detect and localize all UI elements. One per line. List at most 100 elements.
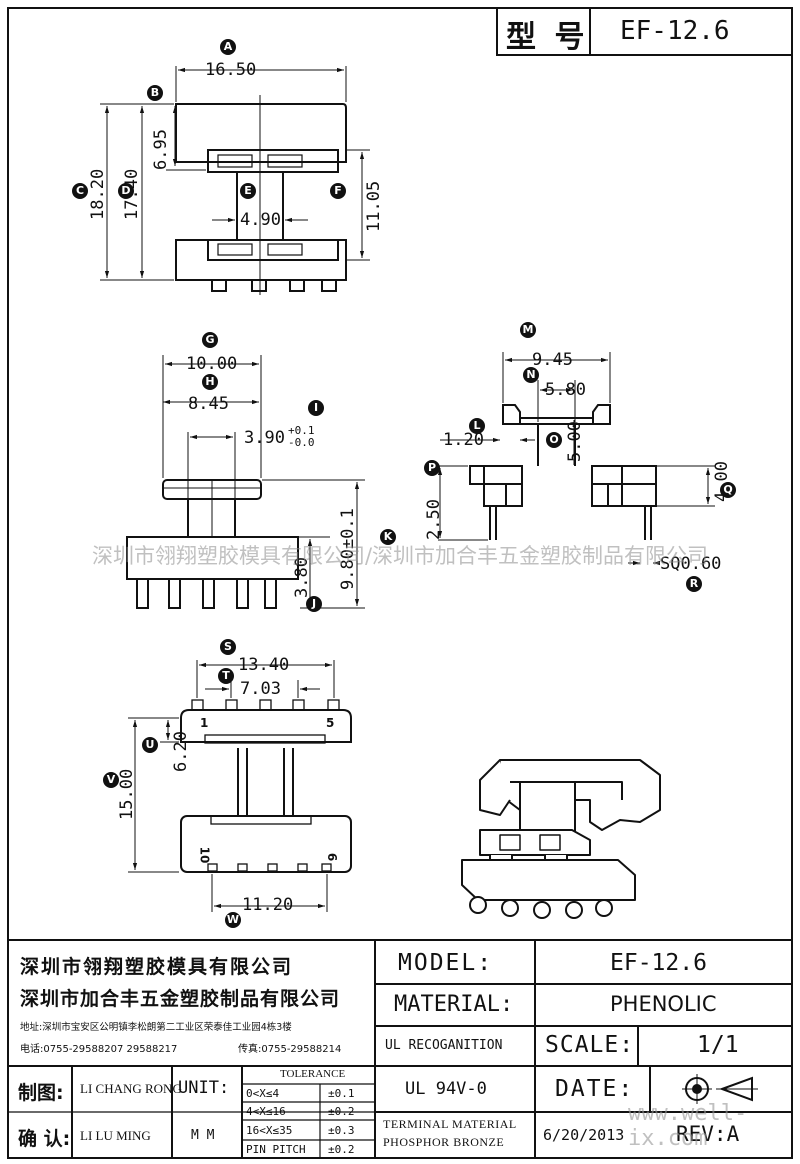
company-name-1: 深圳市翎翔塑胶模具有限公司 bbox=[20, 956, 294, 978]
callout-l: L bbox=[469, 418, 485, 434]
callout-a: A bbox=[220, 39, 236, 55]
view-top bbox=[180, 699, 352, 873]
callout-t: T bbox=[218, 668, 234, 684]
pin-label-1: 1 bbox=[200, 716, 209, 730]
callout-h: H bbox=[202, 374, 218, 390]
dim-13-40: 13.40 bbox=[238, 655, 290, 675]
site-watermark: www.well-ix.com bbox=[628, 1101, 748, 1151]
company-name-2: 深圳市加合丰五金塑胶制品有限公司 bbox=[20, 988, 341, 1010]
callout-w: W bbox=[225, 912, 241, 928]
dim-18-20: 18.20 bbox=[88, 168, 108, 220]
dim-3-90-tol-top: +0.1 bbox=[288, 424, 315, 437]
dim-7-03: 7.03 bbox=[240, 679, 281, 699]
model-label: MODEL: bbox=[398, 950, 494, 976]
callout-q: Q bbox=[720, 482, 736, 498]
ul-label: UL RECOGANITION bbox=[385, 1038, 503, 1053]
confirmed-by: LI LU MING bbox=[80, 1128, 151, 1143]
company-tel: 电话:0755-29588207 29588217 bbox=[20, 1044, 178, 1055]
type-box bbox=[496, 7, 793, 56]
date-label: DATE: bbox=[555, 1076, 635, 1102]
tolerance-value: ±0.1 bbox=[328, 1087, 355, 1100]
ul-value: UL 94V-0 bbox=[405, 1079, 487, 1099]
tolerance-value: ±0.2 bbox=[328, 1143, 355, 1156]
callout-d: D bbox=[118, 183, 134, 199]
material-label: MATERIAL: bbox=[394, 992, 514, 1017]
dim-16-50: 16.50 bbox=[205, 60, 257, 80]
drawn-label: 制图: bbox=[18, 1082, 64, 1104]
tolerance-range: PIN PITCH bbox=[246, 1143, 306, 1156]
dim-5-80: 5.80 bbox=[545, 380, 586, 400]
dim-6-95: 6.95 bbox=[151, 129, 171, 170]
callout-p: P bbox=[424, 460, 440, 476]
callout-i: I bbox=[308, 400, 324, 416]
callout-g: G bbox=[202, 332, 218, 348]
dim-1-20: 1.20 bbox=[443, 430, 484, 450]
callout-n: N bbox=[523, 367, 539, 383]
watermark: 深圳市翎翔塑胶模具有限公司/深圳市加合丰五金塑胶制品有限公司 bbox=[91, 544, 709, 568]
dim-3-90: 3.90 bbox=[244, 428, 285, 448]
callout-m: M bbox=[520, 322, 536, 338]
dim-6-20: 6.20 bbox=[171, 731, 191, 772]
tolerance-range: 16<X≤35 bbox=[246, 1124, 293, 1137]
view-end-dims bbox=[437, 352, 715, 566]
tolerance-value: ±0.2 bbox=[328, 1105, 355, 1118]
callout-r: R bbox=[686, 576, 702, 592]
model-value: EF-12.6 bbox=[610, 950, 707, 976]
view-front bbox=[175, 95, 347, 295]
dim-5-00: 5.00 bbox=[565, 421, 585, 462]
dim-15-00: 15.00 bbox=[117, 768, 137, 820]
company-fax: 传真:0755-29588214 bbox=[238, 1044, 342, 1055]
view-end bbox=[469, 404, 657, 540]
callout-c: C bbox=[72, 183, 88, 199]
dim-9-45: 9.45 bbox=[532, 350, 573, 370]
view-isometric bbox=[461, 759, 661, 919]
callout-j: J bbox=[306, 596, 322, 612]
tolerance-range: 4<X≤16 bbox=[246, 1105, 286, 1118]
terminal-line-2: PHOSPHOR BRONZE bbox=[383, 1135, 505, 1149]
rev-label: REV:A bbox=[676, 1122, 740, 1146]
pin-label-10: 10 bbox=[197, 846, 212, 864]
callout-k: K bbox=[380, 529, 396, 545]
type-value: EF-12.6 bbox=[620, 16, 730, 46]
callout-u: U bbox=[142, 737, 158, 753]
material-value: PHENOLIC bbox=[610, 992, 717, 1016]
view-front-dims bbox=[100, 66, 370, 281]
scale-value: 1/1 bbox=[697, 1032, 739, 1058]
pin-label-5: 5 bbox=[326, 716, 335, 730]
type-label: 型 号 bbox=[506, 20, 589, 55]
pin-label-6: 6 bbox=[325, 852, 340, 862]
view-top-dims bbox=[128, 660, 335, 912]
dim-4-90: 4.90 bbox=[240, 210, 281, 230]
tolerance-heading: TOLERANCE bbox=[280, 1068, 346, 1080]
callout-e: E bbox=[240, 183, 256, 199]
dim-8-45: 8.45 bbox=[188, 394, 229, 414]
callout-s: S bbox=[220, 639, 236, 655]
dim-11-05: 11.05 bbox=[364, 180, 384, 232]
unit-label: UNIT: bbox=[178, 1078, 230, 1098]
callout-o: O bbox=[546, 432, 562, 448]
callout-f: F bbox=[330, 183, 346, 199]
tolerance-value: ±0.3 bbox=[328, 1124, 355, 1137]
dim-2-50: 2.50 bbox=[424, 499, 444, 540]
title-block-grid bbox=[8, 939, 792, 1158]
date-value: 6/20/2013 bbox=[543, 1126, 625, 1144]
view-side-dims bbox=[162, 355, 365, 609]
confirm-label: 确 认: bbox=[18, 1128, 71, 1150]
dim-sq060: SQ0.60 bbox=[660, 554, 722, 574]
tolerance-range: 0<X≤4 bbox=[246, 1087, 280, 1100]
callout-v: V bbox=[103, 772, 119, 788]
projection-symbol-icon bbox=[682, 1074, 758, 1104]
view-side bbox=[126, 479, 299, 609]
terminal-line-1: TERMINAL MATERIAL bbox=[383, 1117, 517, 1131]
sheet-border bbox=[7, 7, 793, 1159]
dim-10-00: 10.00 bbox=[186, 354, 238, 374]
dim-3-90-tol-bot: -0.0 bbox=[288, 436, 315, 449]
callout-b: B bbox=[147, 85, 163, 101]
unit-value: M M bbox=[191, 1128, 215, 1143]
dim-11-20: 11.20 bbox=[242, 895, 294, 915]
company-address: 地址:深圳市宝安区公明镇李松朗第二工业区荣泰佳工业园4栋3楼 bbox=[20, 1022, 292, 1033]
scale-label: SCALE: bbox=[545, 1032, 635, 1058]
drawn-by: LI CHANG RONG bbox=[80, 1081, 182, 1096]
